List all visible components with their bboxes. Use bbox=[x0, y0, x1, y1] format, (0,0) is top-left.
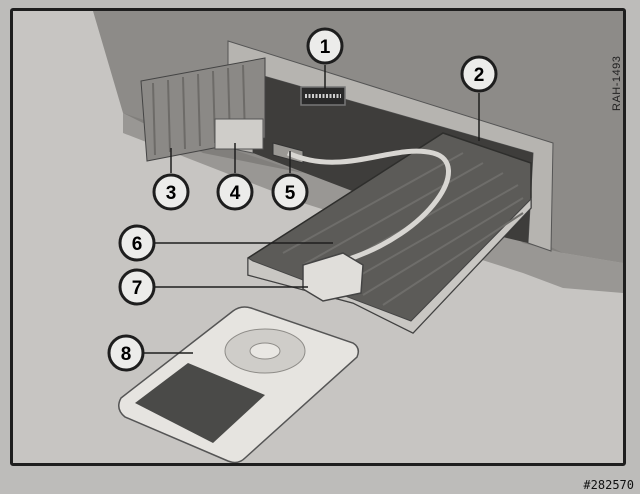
callout-number: 4 bbox=[230, 183, 241, 204]
adapter-cable bbox=[286, 148, 451, 264]
callout-number: 3 bbox=[166, 183, 177, 204]
leader-lines bbox=[143, 65, 480, 354]
callout-circle bbox=[271, 173, 309, 211]
callout-3: 3 bbox=[152, 173, 190, 211]
callout-2: 2 bbox=[460, 55, 498, 93]
player-center-button bbox=[249, 342, 281, 360]
callout-circle bbox=[216, 173, 254, 211]
callout-8: 8 bbox=[107, 334, 145, 372]
image-watermark: #282570 bbox=[583, 478, 634, 492]
flap-ribs bbox=[152, 64, 246, 156]
callout-circle bbox=[460, 55, 498, 93]
figure-code: RAH-1493 bbox=[611, 55, 623, 111]
callout-number: 5 bbox=[285, 183, 296, 204]
callout-number: 7 bbox=[132, 278, 143, 299]
callout-number: 6 bbox=[132, 234, 143, 255]
callout-circle bbox=[306, 27, 344, 65]
player-screen bbox=[135, 363, 265, 443]
callout-circle bbox=[118, 268, 156, 306]
callout-4: 4 bbox=[216, 173, 254, 211]
callout-circle bbox=[107, 334, 145, 372]
callout-7: 7 bbox=[118, 268, 156, 306]
dock-connector-plug bbox=[302, 252, 364, 302]
callout-6: 6 bbox=[118, 224, 156, 262]
callout-circle bbox=[152, 173, 190, 211]
latch-clip bbox=[214, 118, 264, 150]
callout-1: 1 bbox=[306, 27, 344, 65]
illustration-frame: 1 2 3 4 5 6 7 8 RAH-1493 bbox=[10, 8, 626, 466]
callout-number: 1 bbox=[320, 37, 331, 58]
callout-circle bbox=[118, 224, 156, 262]
diagram-illustration: 1 2 3 4 5 6 7 8 bbox=[93, 11, 623, 463]
callout-number: 8 bbox=[121, 344, 132, 365]
callout-number: 2 bbox=[474, 65, 485, 86]
callout-5: 5 bbox=[271, 173, 309, 211]
